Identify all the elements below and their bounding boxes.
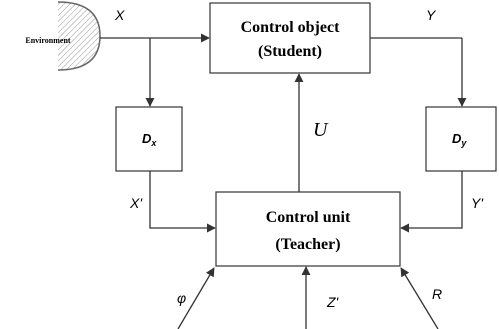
control-unit-title: Control unit [266,209,351,226]
signal-y-prime-label: Y' [471,195,484,211]
environment-label: Environment [25,36,71,45]
signal-r-label: R [432,286,442,302]
arrow-dy-to-unit [400,171,463,233]
signal-phi-label: φ [177,290,186,306]
dy-box: Dy [425,106,497,172]
control-object-box: Control object (Student) [209,2,371,74]
signal-x-label: X [114,7,125,23]
connections [100,33,467,329]
dx-label: Dx [142,131,157,148]
arrow-dx-to-unit [149,171,216,233]
environment-node: Environment [25,1,101,71]
signal-u-label: U [313,119,329,141]
signal-y-label: Y [426,7,437,23]
control-object-subtitle: (Student) [258,43,322,60]
control-unit-box: Control unit (Teacher) [215,191,401,267]
control-unit-subtitle: (Teacher) [275,236,340,253]
signal-z-prime-label: Z' [326,294,340,310]
control-object-title: Control object [241,19,340,36]
arrow-phi-to-unit [177,267,215,329]
dy-label: Dy [452,131,467,148]
signal-x-prime-label: X' [129,195,143,211]
dx-box: Dx [115,106,183,172]
arrow-r-to-unit [400,267,439,329]
